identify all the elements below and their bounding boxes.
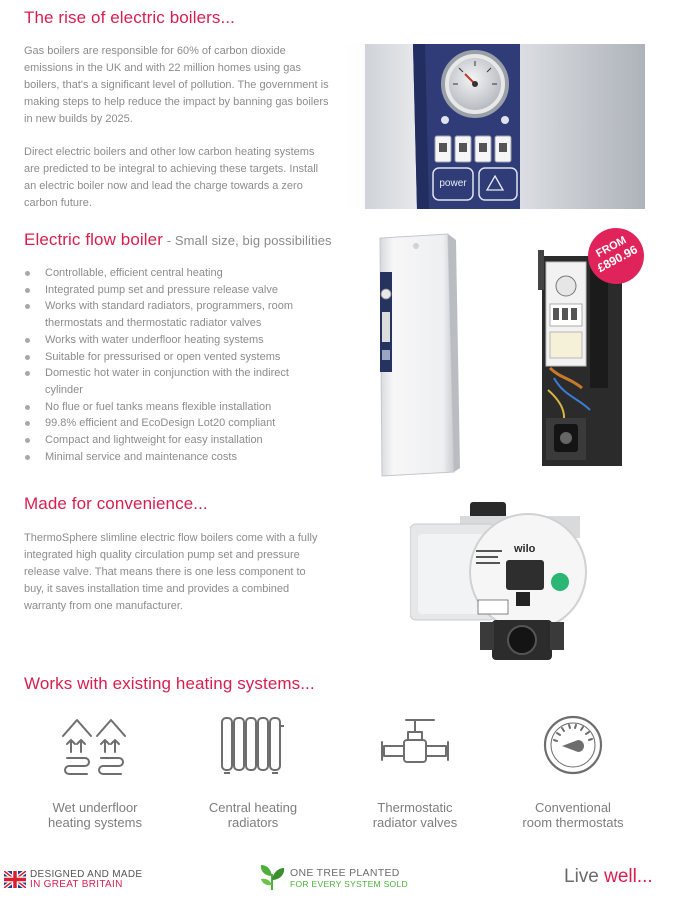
pump-brand: wilo: [513, 543, 536, 555]
feature-label-line1: Central heating: [208, 800, 298, 815]
tree-line1: ONE TREE PLANTED: [290, 867, 400, 879]
list-item: Compact and lightweight for easy install…: [24, 432, 324, 449]
tree-line2: FOR EVERY SYSTEM SOLD: [290, 879, 408, 889]
feature-radiator-valves: Thermostatic radiator valves: [340, 714, 490, 830]
list-item: Controllable, efficient central heating: [24, 265, 324, 282]
boiler-exterior-photo: [368, 232, 468, 480]
power-label: power: [439, 178, 467, 189]
feature-label: Conventional room thermostats: [498, 800, 648, 830]
boiler-control-panel-photo: power: [345, 44, 645, 209]
thermostat-icon: [543, 715, 603, 775]
heading-main: Electric flow boiler: [24, 230, 163, 249]
footer-live-well: Live well...: [564, 866, 674, 892]
live-text: Live: [564, 866, 605, 887]
list-item: Works with standard radiators, programme…: [24, 298, 324, 331]
feature-list: Controllable, efficient central heating …: [24, 265, 324, 465]
circulation-pump-photo: wilo: [410, 494, 595, 664]
section-heading-electric-flow: Electric flow boiler - Small size, big p…: [24, 230, 332, 250]
feature-label: Wet underfloor heating systems: [20, 800, 170, 830]
feature-radiators: Central heating radiators: [178, 714, 328, 830]
heading-subtitle: - Small size, big possibilities: [163, 233, 332, 248]
feature-label-line2: radiators: [227, 815, 279, 830]
britain-line1: DESIGNED AND MADE: [30, 869, 143, 880]
feature-label-line1: Wet underfloor: [52, 800, 138, 815]
boiler-internals-photo: FROM £890.96: [520, 228, 645, 480]
list-item: 99.8% efficient and EcoDesign Lot20 comp…: [24, 415, 324, 432]
feature-label-line2: heating systems: [48, 815, 142, 830]
paragraph-gas-boilers: Gas boilers are responsible for 60% of c…: [24, 45, 329, 125]
footer-made-in-britain: DESIGNED AND MADE IN GREAT BRITAIN: [4, 869, 174, 891]
section-heading-rise: The rise of electric boilers...: [24, 8, 235, 27]
radiator-icon: [221, 717, 284, 774]
tree-icon: [260, 865, 285, 890]
feature-underfloor: Wet underfloor heating systems: [20, 714, 170, 830]
feature-label: Central heating radiators: [178, 800, 328, 830]
feature-label-line1: Thermostatic: [377, 800, 453, 815]
paragraph-pump-set: ThermoSphere slimline electric flow boil…: [24, 532, 318, 612]
footer-one-tree-planted: ONE TREE PLANTED FOR EVERY SYSTEM SOLD: [258, 862, 428, 894]
list-item: Suitable for pressurised or open vented …: [24, 349, 324, 366]
feature-label-line1: Conventional: [535, 800, 611, 815]
union-jack-icon: [4, 871, 26, 888]
underfloor-heating-icon: [62, 719, 126, 775]
feature-label-line2: radiator valves: [372, 815, 458, 830]
well-text: well...: [604, 866, 653, 887]
list-item: Works with water underfloor heating syst…: [24, 332, 324, 349]
list-item: Domestic hot water in conjunction with t…: [24, 365, 324, 398]
feature-label: Thermostatic radiator valves: [340, 800, 490, 830]
section-heading-existing-systems: Works with existing heating systems...: [24, 674, 315, 693]
britain-line2: IN GREAT BRITAIN: [30, 879, 123, 890]
feature-thermostats: Conventional room thermostats: [498, 714, 648, 830]
list-item: No flue or fuel tanks means flexible ins…: [24, 399, 324, 416]
list-item: Integrated pump set and pressure release…: [24, 282, 324, 299]
radiator-valve-icon: [381, 719, 449, 763]
paragraph-direct-electric: Direct electric boilers and other low ca…: [24, 146, 319, 209]
feature-label-line2: room thermostats: [522, 815, 624, 830]
section-heading-convenience: Made for convenience...: [24, 494, 208, 513]
list-item: Minimal service and maintenance costs: [24, 449, 324, 466]
